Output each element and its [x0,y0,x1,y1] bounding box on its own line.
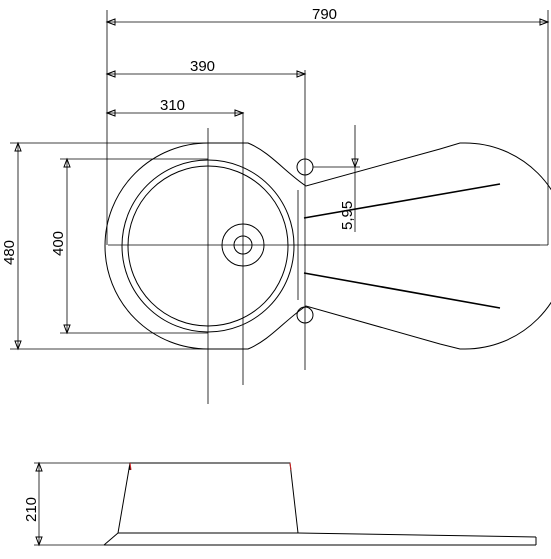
side-bowl [117,462,299,534]
dim-790: 790 [312,6,337,23]
groove-top [303,183,501,219]
dim-210: 210 [23,497,40,522]
dim-5-95: 5,95 [339,201,356,230]
dimension-lines [10,10,550,351]
side-view: 210 [23,461,537,547]
dim-400: 400 [50,231,67,256]
dim-480: 480 [1,240,18,265]
dimension-labels: 790 390 310 480 400 5,95 [1,6,356,265]
groove-bottom [303,272,501,309]
top-view [104,70,551,404]
dim-310: 310 [160,97,185,114]
outer-contour [104,142,551,350]
dim-390: 390 [190,58,215,75]
